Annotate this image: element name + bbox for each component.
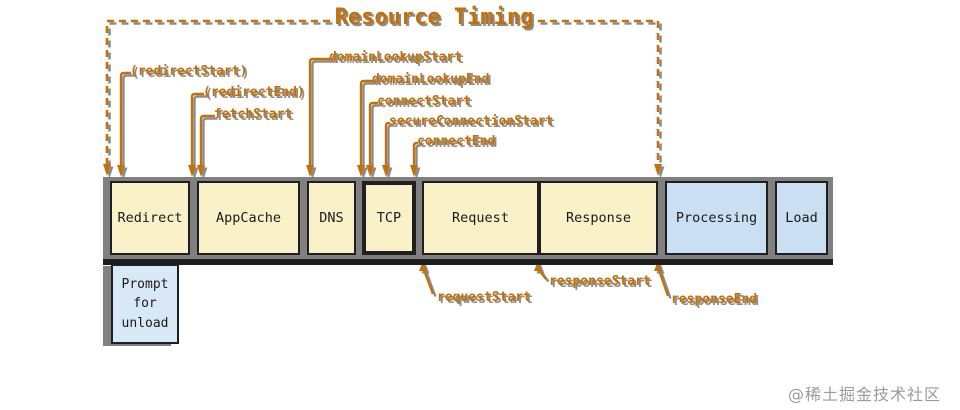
marker-line-response-start (534, 261, 547, 280)
marker-label-fetch-start: fetchStart (214, 107, 293, 122)
phase-box-redirect: Redirect (110, 181, 190, 255)
marker-label-domain-lookup-end: domainLookupEnd (372, 72, 490, 87)
phase-box-request: Request (422, 181, 539, 255)
marker-label-request-start: requestStart (437, 290, 531, 305)
phase-box-response: Response (539, 181, 658, 255)
marker-line-redirect-end (188, 92, 204, 177)
marker-label-connect-start: connectStart (377, 94, 471, 109)
marker-label-redirect-end: (redirectEnd) (203, 85, 305, 100)
marker-line-domain-lookup-end (357, 79, 373, 177)
marker-label-response-end: responseEnd (671, 292, 758, 307)
phase-box-tcp: TCP (362, 181, 416, 255)
marker-line-secure-connection-start (382, 121, 391, 177)
phase-box-dns: DNS (307, 181, 356, 255)
marker-label-domain-lookup-start: domainLookupStart (329, 50, 463, 65)
marker-label-redirect-start: (redirectStart) (130, 64, 248, 79)
phase-box-appcache: AppCache (197, 181, 300, 255)
marker-line-response-end (654, 261, 670, 297)
phase-box-load: Load (775, 181, 828, 255)
marker-label-secure-connection-start: secureConnectionStart (389, 114, 554, 129)
diagram-title: Resource Timing (334, 5, 534, 30)
marker-label-connect-end: connectEnd (417, 134, 496, 149)
marker-line-domain-lookup-start (306, 57, 330, 177)
marker-line-request-start (419, 261, 435, 295)
marker-line-redirect-start (117, 71, 131, 177)
marker-line-fetch-start (197, 114, 215, 177)
prompt-for-unload-box: Prompt for unload (111, 264, 179, 344)
phase-box-processing: Processing (665, 181, 768, 255)
marker-label-response-start: responseStart (549, 274, 651, 289)
bracket-line-right (538, 19, 662, 176)
marker-line-connect-start (366, 101, 378, 177)
watermark: @稀土掘金技术社区 (788, 385, 942, 404)
